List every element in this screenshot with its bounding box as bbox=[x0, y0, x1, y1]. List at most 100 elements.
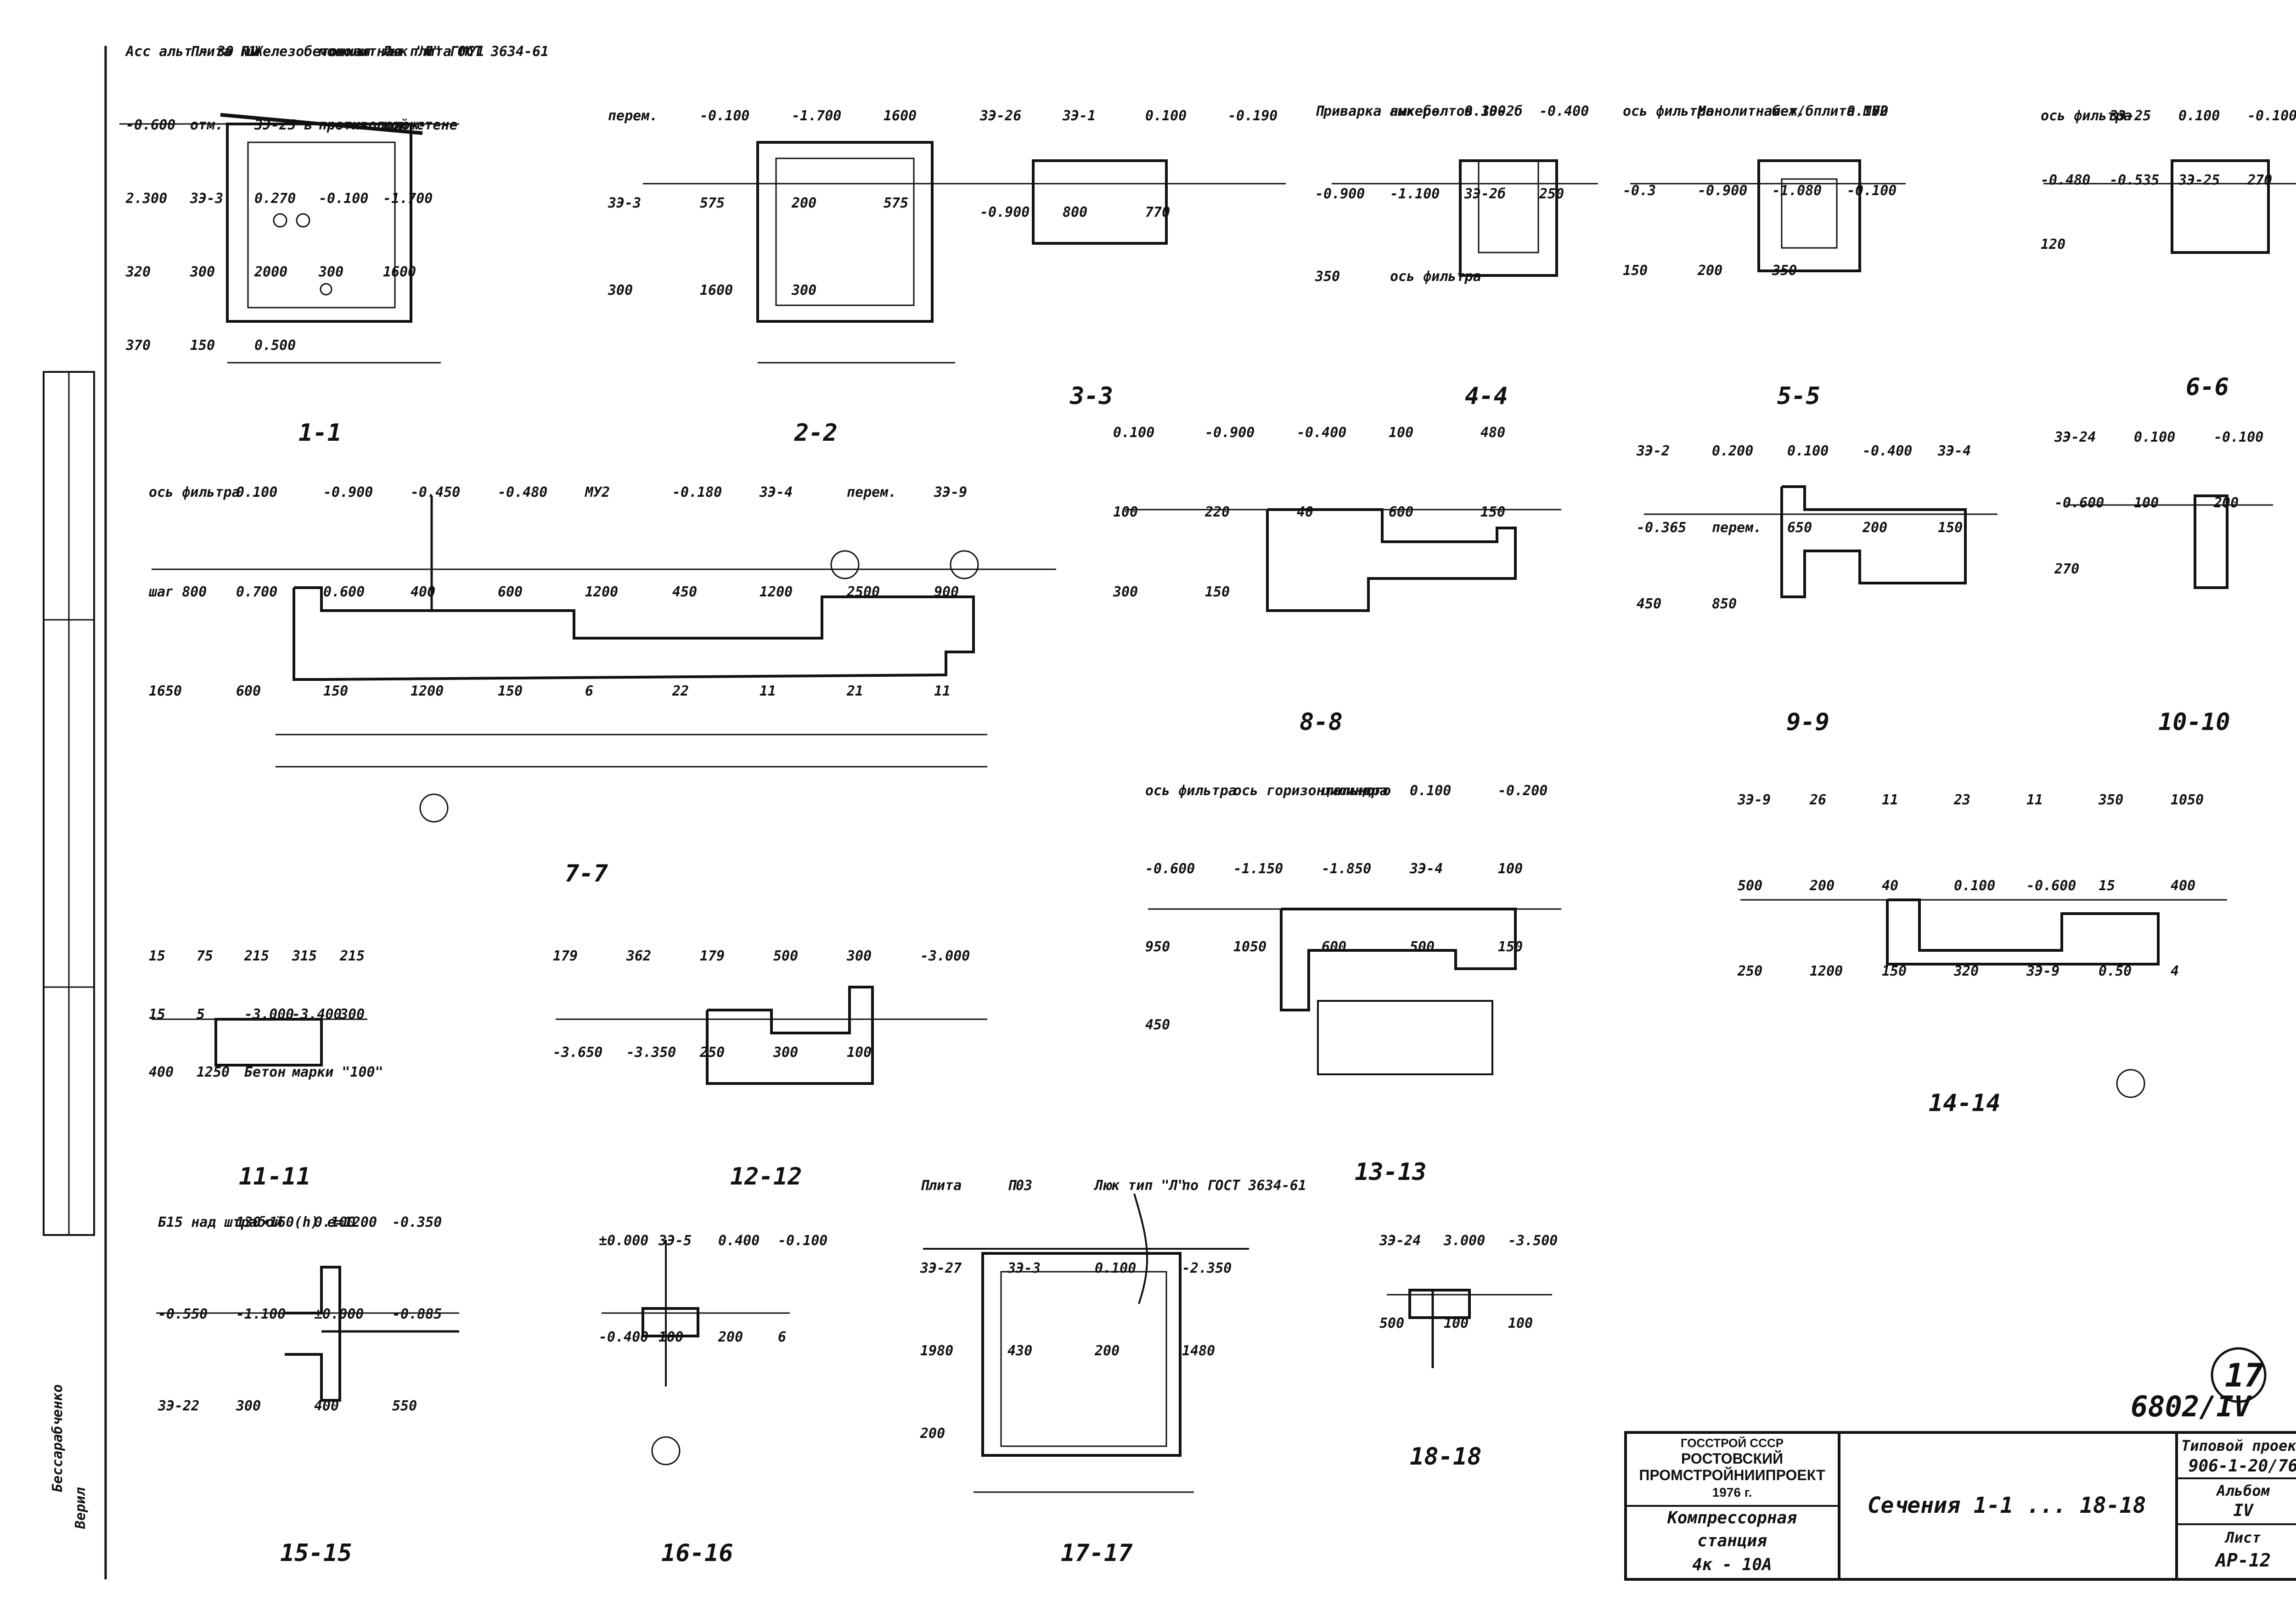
dimension-label: -3.000 bbox=[244, 1006, 294, 1022]
dimension-label: 575 bbox=[884, 195, 908, 211]
dimension-label: Плита П1 bbox=[190, 44, 257, 60]
dimension-label: ось фильтра bbox=[2041, 108, 2132, 124]
dimension-label: -0.200 bbox=[1498, 783, 1548, 799]
section-caption: 5-5 bbox=[1777, 382, 1820, 410]
dimension-label: П03 bbox=[1007, 1178, 1032, 1194]
section-caption: 3-3 bbox=[1069, 382, 1113, 410]
dimension-label: ЗЭ-5 bbox=[658, 1233, 692, 1249]
dimension-label: -0.100 bbox=[2247, 108, 2296, 124]
dimension-label: 150 bbox=[1882, 963, 1907, 979]
section-caption: 2-2 bbox=[794, 419, 838, 447]
dimension-label: 200 bbox=[791, 195, 816, 211]
dimension-label: -0.600 bbox=[2026, 878, 2076, 894]
dimension-label: 320 bbox=[125, 264, 151, 280]
dimension-label: -0.450 bbox=[411, 484, 460, 500]
dimension-label: ось фильтра bbox=[1390, 269, 1481, 285]
dimension-label: 950 bbox=[1145, 939, 1170, 955]
object-line-2: станция bbox=[1697, 1532, 1767, 1550]
dimension-label: ±0.000 bbox=[599, 1233, 648, 1249]
dimension-label: 450 bbox=[672, 584, 697, 600]
dimension-label: 100 bbox=[2134, 495, 2159, 511]
title-block bbox=[1624, 1431, 2296, 1581]
sheet-number: АР-12 bbox=[2214, 1550, 2271, 1571]
dimension-label: -0.900 bbox=[1205, 425, 1255, 441]
dimension-label: 362 bbox=[626, 948, 651, 964]
dimension-label: ной стене bbox=[383, 117, 458, 133]
dimension-label: Бетон bbox=[244, 1064, 286, 1080]
dimension-label: -0.190 bbox=[1228, 108, 1277, 124]
dimension-label: -3.000 bbox=[920, 948, 970, 964]
dimension-label: -3.650 bbox=[553, 1044, 602, 1061]
dimension-label: 200 bbox=[1094, 1343, 1120, 1359]
dimension-label: 200 bbox=[1697, 263, 1722, 279]
dimension-label: ось фильтра bbox=[149, 484, 240, 500]
dimension-label: 400 bbox=[2171, 878, 2195, 894]
dimension-label: 350 bbox=[2098, 792, 2123, 808]
dimension-label: отм. bbox=[190, 117, 223, 133]
section-15-15 bbox=[156, 1266, 459, 1402]
dimension-label: Люк тип "Л" bbox=[1093, 1178, 1186, 1194]
dimension-label: 1650 bbox=[149, 683, 182, 699]
section-caption: 8-8 bbox=[1300, 708, 1343, 736]
dimension-label: 300 bbox=[846, 948, 872, 964]
dimension-label: ЗЭ-3 bbox=[1007, 1260, 1041, 1276]
dimension-label: -1.700 bbox=[383, 191, 433, 207]
dimension-label: 0.100 bbox=[1847, 103, 1888, 119]
dimension-label: -1.850 bbox=[1322, 861, 1371, 877]
dimension-label: 179 bbox=[553, 948, 578, 964]
dimension-label: 1480 bbox=[1182, 1343, 1215, 1359]
dimension-label: 450 bbox=[1637, 596, 1661, 612]
dimension-label: ЗЭ-9 bbox=[1737, 792, 1771, 808]
dimension-label: 0.100 bbox=[2134, 429, 2175, 445]
dimension-label: ЗЭ-2б bbox=[1464, 186, 1506, 202]
section-16-16 bbox=[602, 1240, 790, 1465]
dimension-label: Приварка анкер- bbox=[1315, 103, 1440, 119]
dimension-label: 200 bbox=[2213, 495, 2239, 511]
dimension-label: 100 bbox=[847, 1044, 872, 1061]
object-line-1: Компрессорная bbox=[1667, 1509, 1797, 1527]
dimension-label: 6 bbox=[778, 1329, 786, 1345]
section-caption: 12-12 bbox=[730, 1163, 802, 1190]
margin-stamp: Бессарабченко bbox=[50, 1384, 66, 1492]
dimension-label: 0.500 bbox=[254, 337, 296, 354]
sheet-mark-circle bbox=[2211, 1347, 2267, 1403]
dimension-label: ЗЭ-24 bbox=[2054, 429, 2096, 445]
dimension-label: 220 bbox=[1204, 504, 1230, 520]
dimension-label: -0.480 bbox=[2041, 172, 2090, 188]
dimension-label: перем. bbox=[847, 484, 896, 500]
dimension-label: 11 bbox=[934, 683, 951, 699]
dimension-label: 2500 bbox=[846, 584, 880, 600]
dimension-label: -0.100 bbox=[319, 191, 368, 207]
dimension-label: 11 bbox=[2026, 792, 2043, 808]
project-number: 906-1-20/76 bbox=[2189, 1457, 2296, 1476]
dimension-label: Плита bbox=[920, 1178, 962, 1194]
dimension-label: 300 bbox=[339, 1006, 365, 1022]
dimension-label: 150 bbox=[1623, 263, 1648, 279]
section-9-9 bbox=[1644, 485, 1998, 598]
dimension-label: 150 bbox=[323, 683, 348, 699]
section-caption: 7-7 bbox=[565, 860, 608, 887]
dimension-label: Люк "Л" ГОСТ 3634-61 bbox=[382, 44, 549, 60]
dimension-label: 250 bbox=[1539, 186, 1564, 202]
section-3-3 bbox=[987, 159, 1286, 245]
section-caption: 14-14 bbox=[1929, 1089, 2001, 1117]
dimension-label: -0.900 bbox=[1315, 186, 1365, 202]
dimension-label: ЗЭ-26 bbox=[979, 108, 1021, 124]
section-6-6 bbox=[2043, 159, 2296, 254]
dimension-label: 315 bbox=[292, 948, 317, 964]
dimension-label: 100 bbox=[1508, 1315, 1533, 1331]
dimension-label: 650 bbox=[1787, 520, 1812, 536]
dimension-label: 6 bbox=[585, 683, 593, 699]
dimension-label: 0.100 bbox=[1787, 443, 1829, 459]
dimension-label: шаг 800 bbox=[148, 584, 207, 600]
section-caption: 1-1 bbox=[298, 419, 342, 447]
dimension-label: ось фильтра bbox=[1623, 103, 1714, 119]
dimension-label: 11 bbox=[760, 683, 776, 699]
dimension-label: 179 bbox=[700, 948, 725, 964]
dimension-label: ЗЭ-24 bbox=[1379, 1233, 1421, 1249]
section-2-2 bbox=[643, 141, 1010, 364]
dimension-label: -0.100 bbox=[1847, 183, 1896, 199]
dimension-label: 800 bbox=[1063, 204, 1087, 220]
